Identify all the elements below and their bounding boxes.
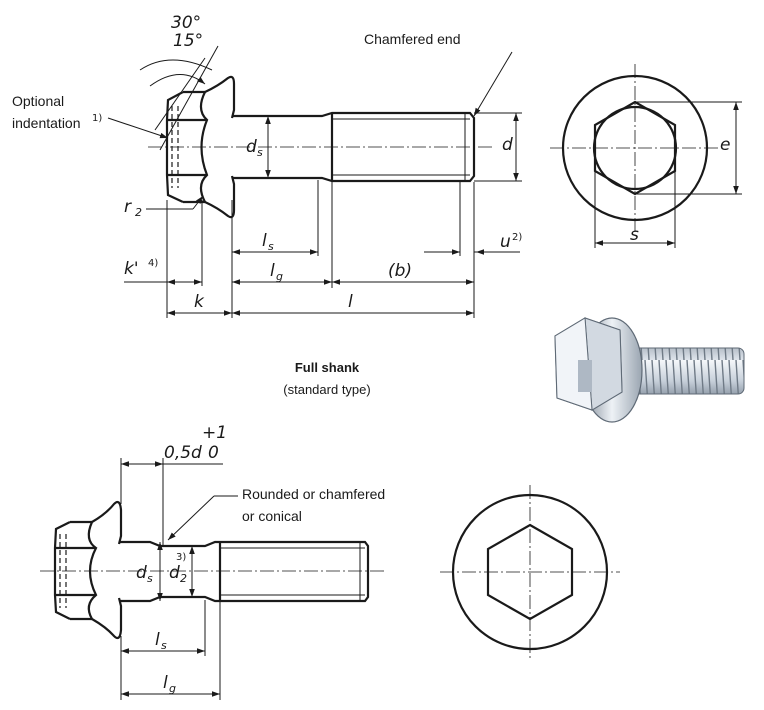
top-d-symbol: d bbox=[502, 135, 513, 155]
top-lg-subscript: g bbox=[276, 270, 283, 283]
bottom-ds-symbol: d bbox=[136, 563, 147, 583]
bottom-ds-subscript: s bbox=[147, 572, 153, 585]
top-side-view: 30° 15° Chamfered end Optional indentati… bbox=[12, 13, 522, 318]
u-symbol: u bbox=[500, 232, 511, 252]
d2-subscript: 2 bbox=[180, 572, 187, 585]
note-1-marker: 1) bbox=[92, 113, 102, 124]
d2-symbol: d bbox=[169, 563, 180, 583]
bottom-ls-symbol: l bbox=[155, 630, 160, 650]
top-lg-symbol: l bbox=[270, 261, 275, 281]
tolerance-plus: +1 bbox=[202, 423, 227, 443]
bottom-lg-symbol: l bbox=[163, 673, 168, 693]
angle-30-label: 30° bbox=[171, 13, 201, 33]
r2-subscript: 2 bbox=[135, 206, 142, 219]
angle-15-label: 15° bbox=[173, 31, 203, 51]
bottom-end-view bbox=[440, 485, 620, 660]
optional-indentation-label-line2: indentation bbox=[12, 115, 81, 131]
r2-symbol: r bbox=[124, 197, 132, 217]
top-ds-subscript: s bbox=[257, 146, 263, 159]
bottom-hex-head-outline bbox=[53, 521, 71, 620]
chamfered-end-label: Chamfered end bbox=[364, 31, 461, 47]
half-d-dimension: 0,5d bbox=[164, 443, 202, 463]
note-4-marker: 4) bbox=[148, 258, 158, 269]
top-ds-symbol: d bbox=[246, 137, 257, 157]
caption-title: Full shank bbox=[295, 360, 360, 375]
rounded-label-line1: Rounded or chamfered bbox=[242, 486, 385, 502]
e-symbol: e bbox=[720, 135, 730, 155]
l-symbol: l bbox=[348, 292, 353, 312]
top-hex-head-outline bbox=[165, 91, 184, 203]
note-3-marker: 3) bbox=[176, 552, 186, 563]
top-flange-lower bbox=[204, 175, 236, 219]
note-2-marker: 2) bbox=[512, 232, 522, 243]
kprime-symbol: k' bbox=[124, 259, 139, 279]
bottom-ls-subscript: s bbox=[161, 639, 167, 652]
top-ls-subscript: s bbox=[268, 240, 274, 253]
rounded-label-line2: or conical bbox=[242, 508, 302, 524]
top-flange-upper bbox=[204, 75, 236, 119]
top-shank-outline bbox=[232, 111, 476, 183]
bottom-side-view: d s d 2 3) 0,5d +1 0 Rounded or chamfere… bbox=[40, 423, 385, 700]
optional-indentation-label-line1: Optional bbox=[12, 93, 64, 109]
caption: Full shank (standard type) bbox=[283, 360, 370, 397]
bottom-lg-subscript: g bbox=[169, 682, 176, 695]
b-symbol: (b) bbox=[388, 261, 412, 281]
bolt-photo bbox=[554, 317, 745, 423]
tolerance-zero: 0 bbox=[208, 443, 219, 463]
top-ls-symbol: l bbox=[262, 231, 267, 251]
s-symbol: s bbox=[630, 225, 639, 245]
caption-subtitle: (standard type) bbox=[283, 382, 370, 397]
top-end-view: e s bbox=[550, 64, 742, 248]
bottom-shank-outline bbox=[119, 540, 370, 603]
k-symbol: k bbox=[194, 292, 205, 312]
